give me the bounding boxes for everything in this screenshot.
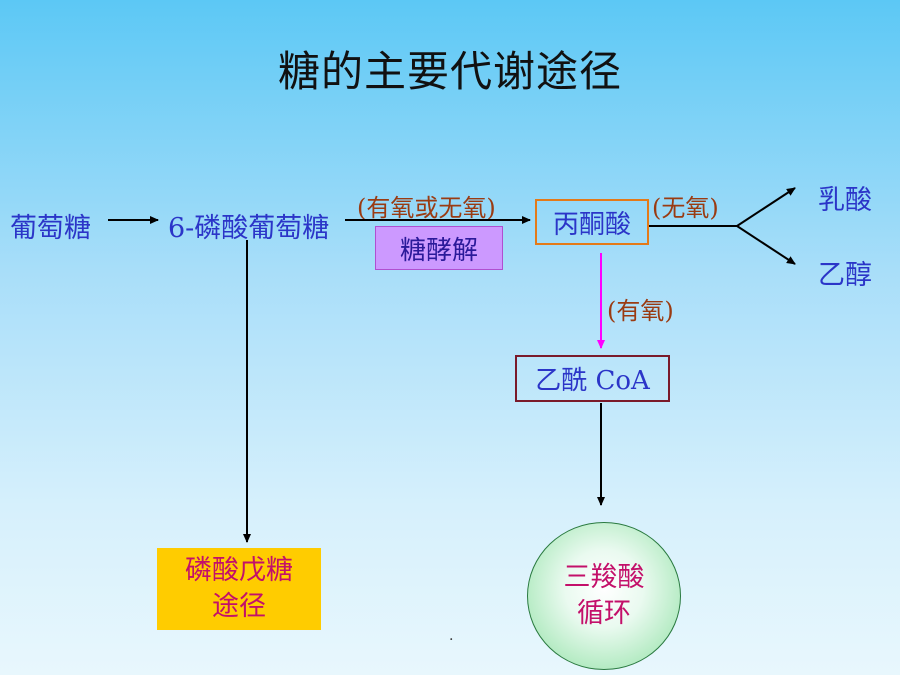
pentose-phosphate-box: 磷酸戊糖 途径 bbox=[157, 548, 321, 630]
glycolysis-box: 糖酵解 bbox=[375, 226, 503, 270]
label-aerobic-or-anaerobic: (有氧或无氧) bbox=[357, 194, 496, 222]
node-acetyl-coa: 乙酰 CoA bbox=[535, 366, 650, 396]
label-anaerobic: (无氧) bbox=[652, 194, 719, 222]
node-glucose-6-phosphate: 6-磷酸葡萄糖 bbox=[168, 213, 330, 244]
node-lactate: 乳酸 bbox=[818, 185, 872, 216]
footer-dot: . bbox=[449, 628, 454, 644]
label-aerobic: (有氧) bbox=[607, 297, 674, 325]
ppp-label-line2: 途径 bbox=[212, 591, 266, 622]
acetyl-coa-box: 乙酰 CoA bbox=[515, 355, 670, 402]
tca-cycle-circle: 三羧酸 循环 bbox=[527, 522, 681, 670]
glycolysis-label: 糖酵解 bbox=[399, 235, 478, 266]
arrow-branch-to-ethanol bbox=[736, 225, 796, 265]
tca-label-line2: 循环 bbox=[577, 598, 631, 629]
node-ethanol: 乙醇 bbox=[818, 260, 872, 291]
page-title: 糖的主要代谢途径 bbox=[277, 47, 622, 96]
node-glucose: 葡萄糖 bbox=[10, 213, 91, 244]
ppp-label-line1: 磷酸戊糖 bbox=[185, 555, 293, 586]
pyruvate-box: 丙酮酸 bbox=[535, 199, 649, 245]
node-pyruvate: 丙酮酸 bbox=[552, 209, 631, 240]
tca-label-line1: 三羧酸 bbox=[563, 562, 645, 593]
arrow-branch-to-lactate bbox=[736, 187, 796, 227]
